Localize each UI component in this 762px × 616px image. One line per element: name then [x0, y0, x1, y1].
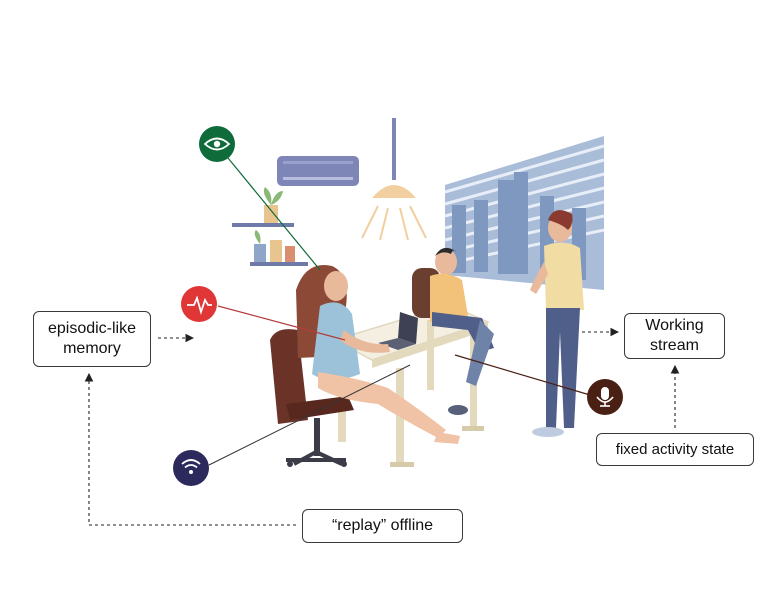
seated-man — [412, 247, 494, 415]
laptop — [378, 312, 418, 350]
icon-connector-lines — [208, 157, 591, 466]
fixed-activity-state-box: fixed activity state — [596, 433, 754, 466]
heart-rate-icon — [181, 286, 217, 322]
replay-offline-label: “replay” offline — [331, 517, 434, 534]
wall-chart — [444, 136, 605, 290]
episodic-memory-box: episodic-like memory — [33, 311, 151, 367]
working-stream-box: Working stream — [624, 313, 725, 359]
fixed-activity-label: fixed activity state — [615, 440, 735, 458]
wifi-connector — [208, 364, 411, 466]
dashed-arrows — [84, 327, 680, 526]
air-conditioner — [277, 156, 359, 186]
arrow-replay-to-episodic — [84, 372, 296, 526]
episodic-line-2: memory — [63, 340, 121, 357]
replay-offline-box: “replay” offline — [302, 509, 463, 543]
microphone-icon — [587, 379, 623, 415]
working-line-1: Working — [645, 317, 704, 334]
eye-icon — [199, 126, 235, 162]
standing-person — [530, 210, 584, 437]
wall-shelves — [232, 187, 308, 266]
eye-connector — [227, 157, 321, 271]
episodic-line-1: episodic-like — [47, 320, 137, 337]
pulse-connector — [217, 305, 346, 341]
ceiling-lamp — [361, 118, 427, 241]
working-line-2: stream — [650, 337, 699, 354]
seated-woman — [296, 265, 460, 444]
mic-connector — [454, 354, 591, 396]
wifi-icon — [173, 450, 209, 486]
